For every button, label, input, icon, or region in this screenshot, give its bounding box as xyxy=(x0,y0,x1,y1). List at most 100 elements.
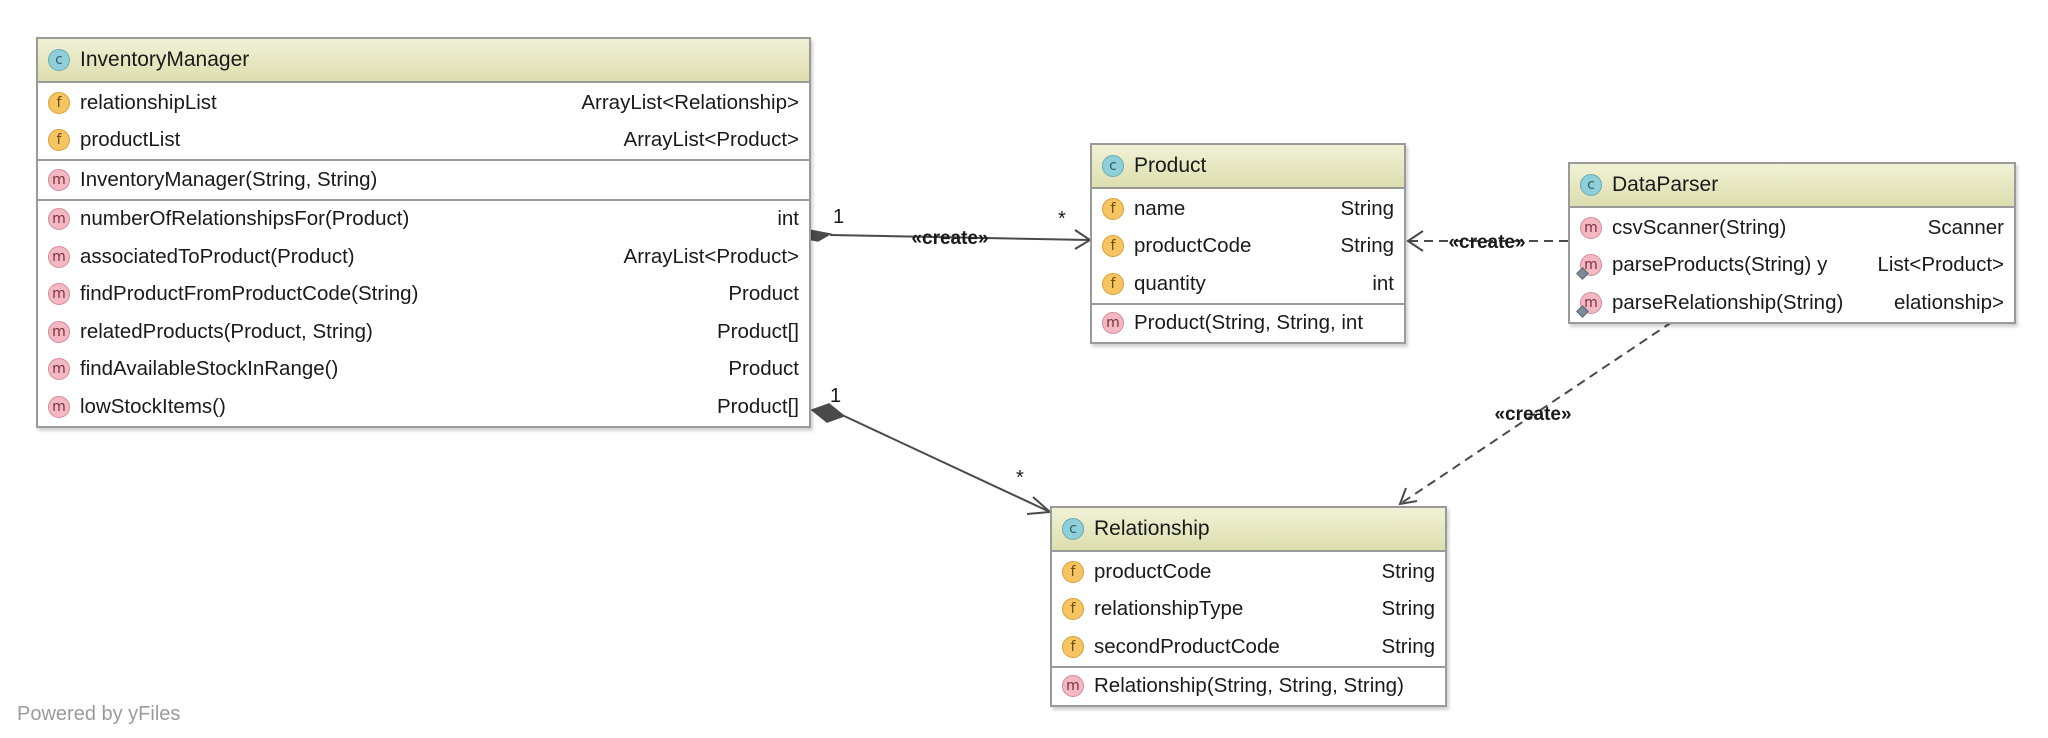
method-row[interactable]: m relatedProducts(Product, String) Produ… xyxy=(38,313,809,351)
field-row[interactable]: f quantity int xyxy=(1092,265,1404,303)
class-name: Relationship xyxy=(1094,517,1210,540)
method-name: findProductFromProductCode(String) xyxy=(80,282,419,306)
method-row[interactable]: m associatedToProduct(Product) ArrayList… xyxy=(38,238,809,276)
method-icon: m xyxy=(48,358,70,381)
method-row[interactable]: m parseProducts(String) y List<Product> xyxy=(1570,247,2014,285)
target-multiplicity: * xyxy=(1016,467,1024,489)
method-row[interactable]: m parseRelationship(String) elationship> xyxy=(1570,284,2014,322)
method-row[interactable]: m numberOfRelationshipsFor(Product) int xyxy=(38,201,809,239)
class-relationship[interactable]: c Relationship f productCode String f re… xyxy=(1050,506,1447,707)
field-name: quantity xyxy=(1134,271,1206,295)
field-name: secondProductCode xyxy=(1094,634,1280,658)
constructors-section: m Product(String, String, int xyxy=(1092,302,1404,343)
method-return-type: ArrayList<Product> xyxy=(623,244,799,268)
constructor-row[interactable]: m InventoryManager(String, String) xyxy=(38,161,809,199)
class-dataparser[interactable]: c DataParser m csvScanner(String) Scanne… xyxy=(1568,162,2016,324)
field-icon: f xyxy=(1102,235,1124,258)
method-icon-letter: m xyxy=(1584,257,1598,274)
edge-label: «create» xyxy=(1448,232,1525,253)
method-return-type: int xyxy=(777,207,799,231)
class-icon: c xyxy=(1062,518,1084,540)
method-name: parseRelationship(String) xyxy=(1612,290,1844,314)
field-row[interactable]: f name String xyxy=(1092,190,1404,228)
class-header[interactable]: c InventoryManager xyxy=(38,39,809,83)
method-row[interactable]: m lowStockItems() Product[] xyxy=(38,388,809,426)
field-row[interactable]: f relationshipType String xyxy=(1052,591,1445,629)
source-multiplicity: 1 xyxy=(830,385,841,407)
edge-dataparser-relationship[interactable]: «create» xyxy=(1398,321,1673,506)
methods-section: m numberOfRelationshipsFor(Product) int … xyxy=(38,198,809,426)
method-name: parseProducts(String) y xyxy=(1612,253,1828,277)
field-icon: f xyxy=(48,91,70,114)
field-type: String xyxy=(1381,597,1435,621)
method-row[interactable]: m findProductFromProductCode(String) Pro… xyxy=(38,276,809,314)
field-row[interactable]: f secondProductCode String xyxy=(1052,628,1445,666)
field-name: productCode xyxy=(1094,559,1212,583)
class-product[interactable]: c Product f name String f productCode St… xyxy=(1090,143,1406,344)
edge-label: «create» xyxy=(911,228,988,249)
method-icon-letter: m xyxy=(1584,294,1598,311)
edge-line xyxy=(841,414,1051,513)
source-multiplicity: 1 xyxy=(833,206,844,228)
field-row[interactable]: f productCode String xyxy=(1052,553,1445,591)
target-multiplicity: * xyxy=(1058,208,1066,230)
method-icon: m xyxy=(48,208,70,231)
class-icon: c xyxy=(48,49,70,71)
constructor-name: Product(String, String, int xyxy=(1134,311,1364,335)
edge-line xyxy=(829,234,1091,241)
fields-section: f productCode String f relationshipType … xyxy=(1052,552,1445,666)
method-return-type: Product xyxy=(728,357,799,381)
field-type: ArrayList<Relationship> xyxy=(581,90,799,114)
class-header[interactable]: c DataParser xyxy=(1570,164,2014,208)
field-name: productCode xyxy=(1134,234,1252,258)
method-icon: m xyxy=(48,168,70,191)
field-icon: f xyxy=(48,129,70,152)
class-header[interactable]: c Relationship xyxy=(1052,508,1445,552)
methods-section: m csvScanner(String) Scanner m parseProd… xyxy=(1570,208,2014,322)
field-type: ArrayList<Product> xyxy=(623,128,799,152)
method-return-type: elationship> xyxy=(1894,290,2004,314)
field-name: productList xyxy=(80,128,181,152)
method-row[interactable]: m findAvailableStockInRange() Product xyxy=(38,351,809,389)
field-row[interactable]: f productList ArrayList<Product> xyxy=(38,122,809,160)
method-icon: m xyxy=(1580,216,1602,239)
class-icon: c xyxy=(1580,174,1602,196)
constructor-row[interactable]: m Product(String, String, int xyxy=(1092,305,1404,343)
edge-inventorymanager-relationship[interactable]: 1 * xyxy=(810,385,1053,515)
method-row[interactable]: m csvScanner(String) Scanner xyxy=(1570,209,2014,247)
arrowhead xyxy=(1398,487,1418,506)
method-return-type: List<Product> xyxy=(1877,253,2005,277)
method-name: lowStockItems() xyxy=(80,394,226,418)
field-name: relationshipList xyxy=(80,90,217,114)
class-icon: c xyxy=(1102,155,1124,177)
field-name: name xyxy=(1134,196,1186,220)
class-inventorymanager[interactable]: c InventoryManager f relationshipList Ar… xyxy=(36,37,811,428)
method-icon: m xyxy=(1062,675,1084,698)
class-name: DataParser xyxy=(1612,173,1719,196)
field-row[interactable]: f productCode String xyxy=(1092,228,1404,266)
field-icon: f xyxy=(1062,560,1084,583)
field-icon: f xyxy=(1062,635,1084,658)
field-icon: f xyxy=(1102,197,1124,220)
method-return-type: Scanner xyxy=(1927,215,2004,239)
method-icon: m xyxy=(48,320,70,343)
method-name: relatedProducts(Product, String) xyxy=(80,319,373,343)
constructors-section: m Relationship(String, String, String) xyxy=(1052,665,1445,706)
edge-dataparser-product[interactable]: «create» xyxy=(1406,230,1568,253)
field-row[interactable]: f relationshipList ArrayList<Relationshi… xyxy=(38,84,809,122)
method-return-type: Product xyxy=(728,282,799,306)
edge-inventorymanager-product[interactable]: 1 * «create» xyxy=(796,206,1092,250)
field-icon: f xyxy=(1062,598,1084,621)
arrowhead xyxy=(1406,230,1424,252)
method-name: csvScanner(String) xyxy=(1612,215,1787,239)
field-type: String xyxy=(1340,234,1394,258)
constructor-name: Relationship(String, String, String) xyxy=(1094,674,1404,698)
constructors-section: m InventoryManager(String, String) xyxy=(38,159,809,199)
method-icon: m xyxy=(48,245,70,268)
fields-section: f relationshipList ArrayList<Relationshi… xyxy=(38,83,809,159)
class-header[interactable]: c Product xyxy=(1092,145,1404,189)
fields-section: f name String f productCode String f qua… xyxy=(1092,189,1404,303)
method-icon: m xyxy=(48,395,70,418)
constructor-row[interactable]: m Relationship(String, String, String) xyxy=(1052,668,1445,706)
